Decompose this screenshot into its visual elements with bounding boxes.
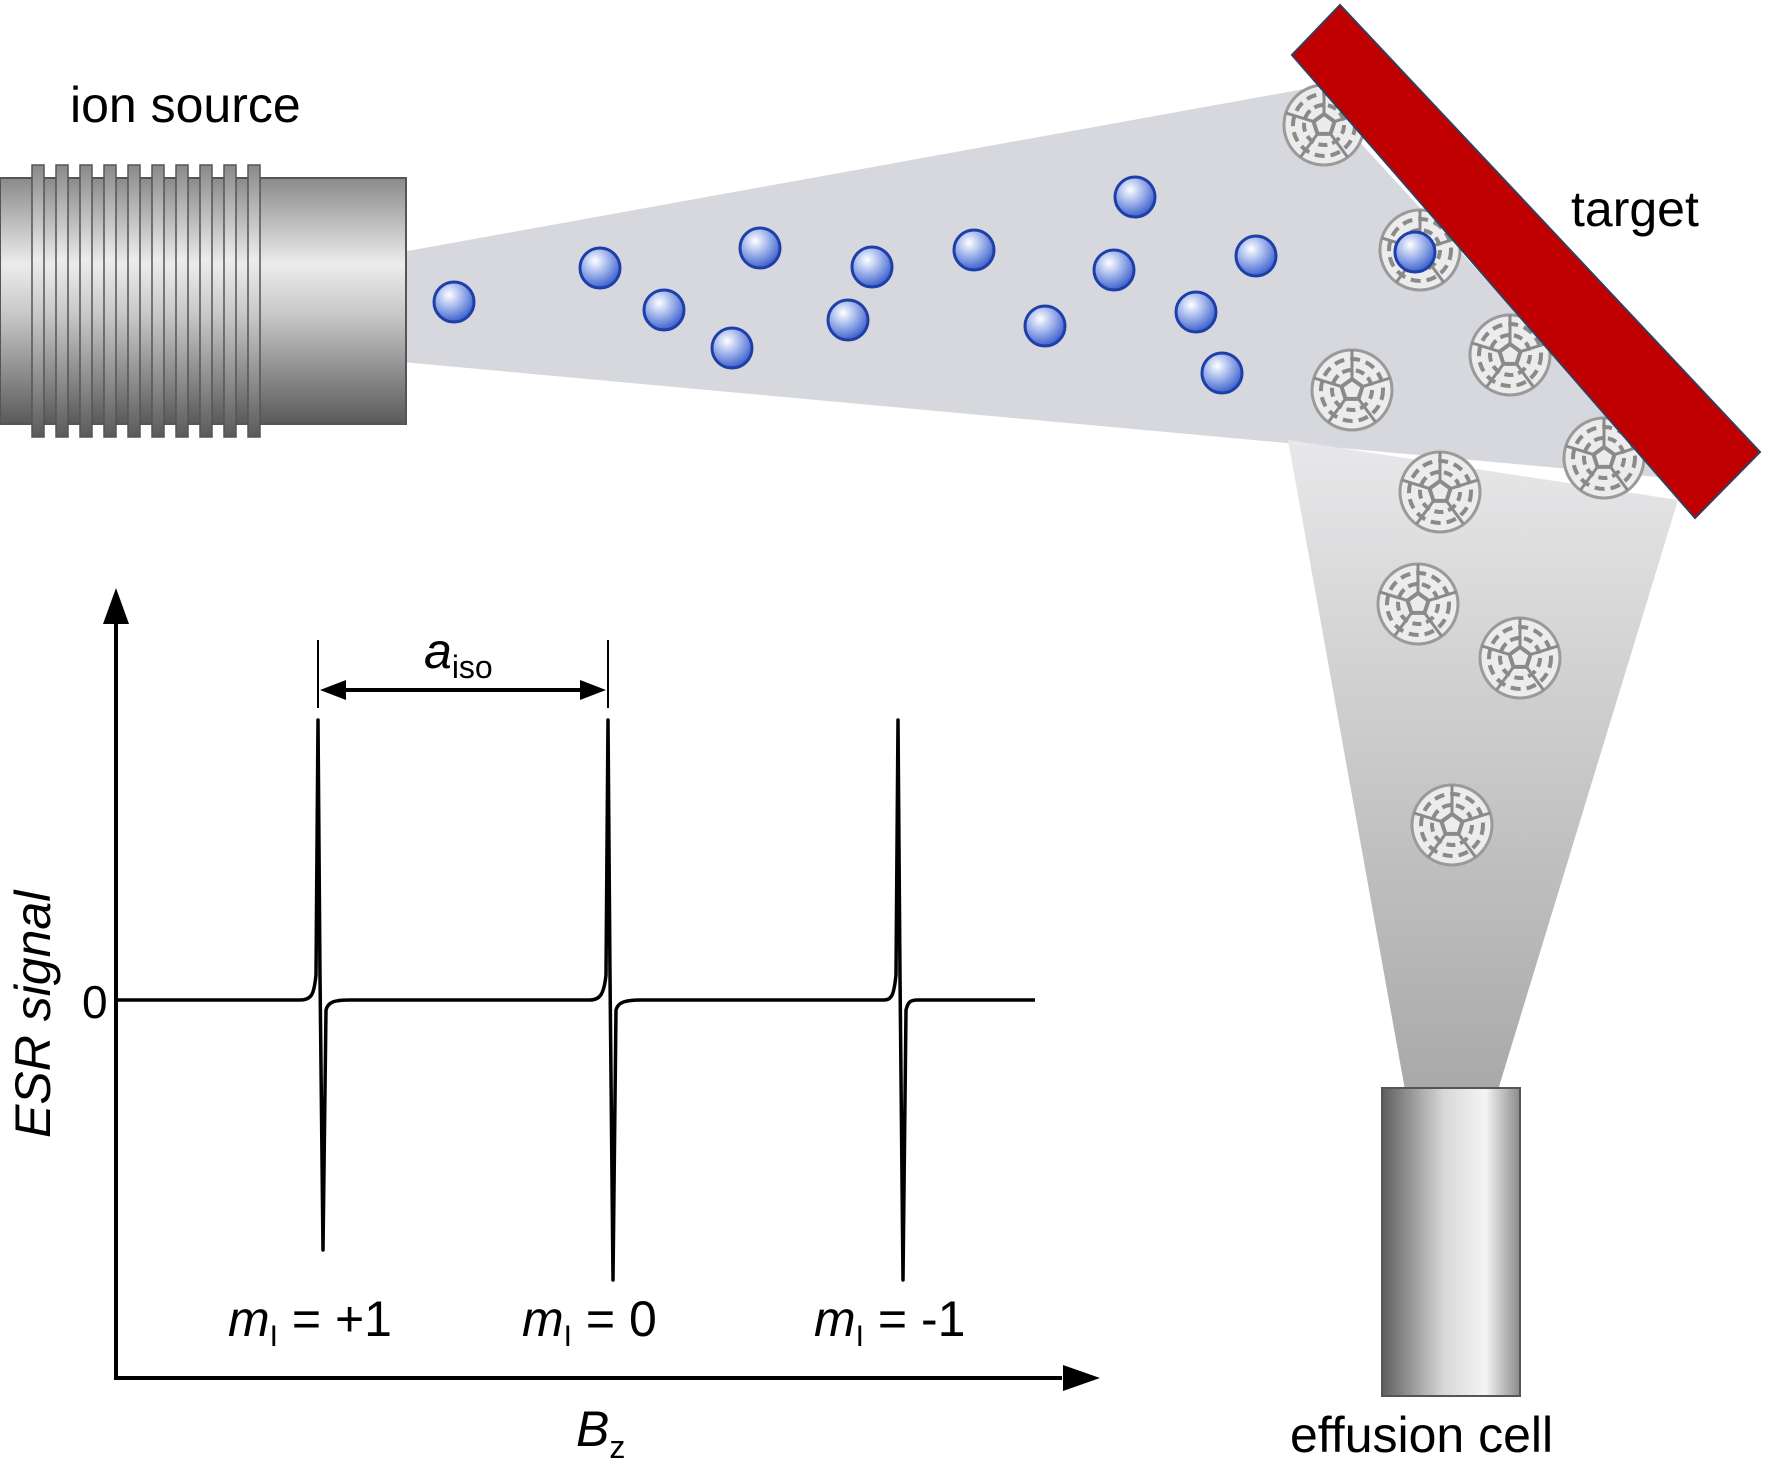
x-axis-label: Bz: [576, 1401, 625, 1465]
spacing-label: aiso: [424, 623, 493, 685]
esr-plot: ESR signal 0 aiso mI = +1 mI = 0 mI = -1…: [5, 588, 1100, 1465]
ion: [710, 326, 754, 370]
ion: [1092, 248, 1136, 292]
y-axis-arrowhead: [103, 588, 129, 624]
ion: [738, 226, 782, 270]
target: [1290, 3, 1762, 520]
effusion-cell-label: effusion cell: [1290, 1407, 1553, 1463]
ion: [578, 246, 622, 290]
ion: [1023, 304, 1067, 348]
ion: [952, 228, 996, 272]
ion: [1113, 175, 1157, 219]
fullerene-molecule: [1478, 616, 1562, 700]
ion: [850, 245, 894, 289]
ion: [642, 288, 686, 332]
spacing-arrowhead-right: [580, 680, 606, 700]
esr-spectrum: [116, 718, 1035, 1282]
ion: [1200, 351, 1244, 395]
ion: [1234, 234, 1278, 278]
y-zero-tick: 0: [82, 976, 108, 1028]
ion-source-label: ion source: [70, 77, 301, 133]
peak-label-0: mI = 0: [522, 1291, 657, 1353]
fullerene-molecule: [1398, 450, 1482, 534]
ion: [432, 280, 476, 324]
effusion-cell: [1381, 1087, 1521, 1397]
fullerene-molecule: [1310, 348, 1394, 432]
spacing-arrowhead-left: [320, 680, 346, 700]
fullerene-molecule: [1410, 783, 1494, 867]
x-axis-arrowhead: [1063, 1365, 1100, 1391]
ion: [1393, 230, 1437, 274]
peak-label-plus1: mI = +1: [228, 1291, 392, 1353]
ions: [432, 175, 1437, 395]
y-axis-label: ESR signal: [5, 889, 61, 1138]
effusion-plume: [1288, 440, 1678, 1090]
ion: [826, 298, 870, 342]
peak-label-minus1: mI = -1: [814, 1291, 965, 1353]
ion: [1174, 290, 1218, 334]
fullerene-molecule: [1376, 562, 1460, 646]
ion-source: [0, 164, 407, 438]
target-label: target: [1571, 181, 1699, 237]
